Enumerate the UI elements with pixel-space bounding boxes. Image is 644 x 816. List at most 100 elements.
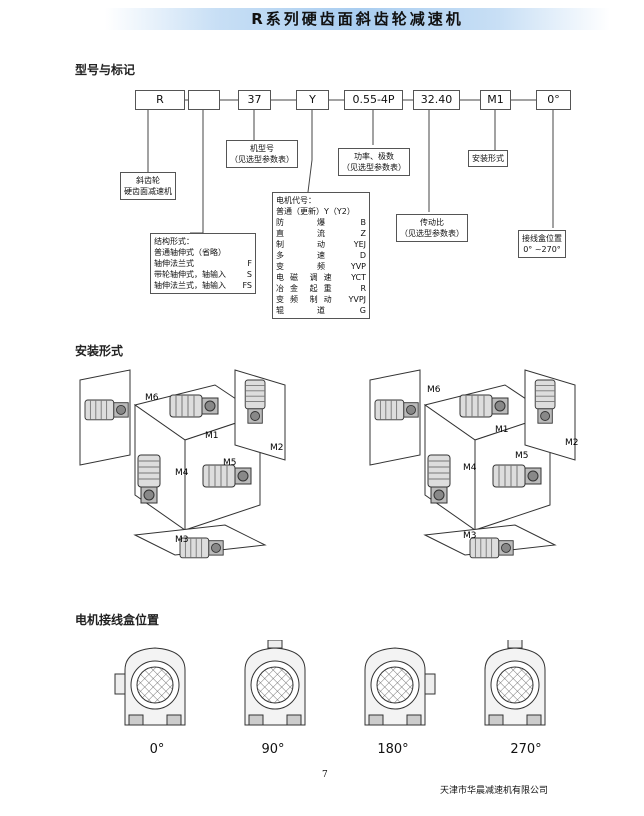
motor-row: 冶金起重 R bbox=[276, 283, 366, 294]
motor-row-a: 制 bbox=[276, 240, 290, 249]
motor-row-b: 制动 bbox=[309, 295, 338, 304]
structure-row: 普通轴伸式（省略） bbox=[154, 247, 252, 258]
motor-row-c: D bbox=[359, 251, 366, 260]
mounting-diagram-left: M6 M1 M2 M4 M5 M3 bbox=[79, 369, 286, 559]
section-model-heading: 型号与标记 bbox=[75, 63, 136, 77]
gear-type-label: 斜齿轮 硬齿面减速机 bbox=[120, 172, 176, 200]
mount-label-m1-r: M1 bbox=[495, 425, 509, 435]
motor-row-b: 起重 bbox=[309, 284, 338, 293]
model-box-structure bbox=[188, 90, 220, 110]
model-box-ratio: 32.40 bbox=[413, 90, 460, 110]
motor-row-b: 流 bbox=[317, 229, 331, 238]
mount-label-m1: M1 bbox=[205, 431, 219, 441]
structure-row: 轴伸法兰式 F bbox=[154, 258, 252, 269]
motor-row-c: R bbox=[360, 284, 366, 293]
mount-label-m6: M6 bbox=[145, 393, 159, 403]
motor-row-b: 调速 bbox=[309, 273, 338, 282]
frame-line1: 机型号 bbox=[250, 144, 274, 153]
structure-row-t: 轴伸法兰式 bbox=[154, 259, 194, 268]
mount-label-m2-r: M2 bbox=[565, 438, 579, 448]
structure-row-t: 普通轴伸式（省略） bbox=[154, 248, 226, 257]
power-line2: （见选型参数表） bbox=[342, 163, 406, 172]
mount-label-m5: M5 bbox=[223, 458, 237, 468]
model-box-motor: Y bbox=[296, 90, 329, 110]
gear-type-line1: 斜齿轮 bbox=[136, 176, 160, 185]
angle-90: 90° bbox=[261, 742, 285, 757]
mount-label-m4-r: M4 bbox=[463, 463, 477, 473]
company-name: 天津市华晨减速机有限公司 bbox=[440, 786, 549, 796]
motor-row-a: 防 bbox=[276, 218, 290, 227]
terminal-pos-label: 接线盒位置 0° ~270° bbox=[518, 230, 566, 258]
ratio-label: 传动比 （见选型参数表） bbox=[396, 214, 468, 242]
motor-row-c: G bbox=[359, 306, 366, 315]
motor-row-b: 道 bbox=[317, 306, 331, 315]
motor-row: 变 频 YVP bbox=[276, 261, 366, 272]
motor-title-line2: 普通（更新）Y（Y2） bbox=[276, 207, 355, 216]
motor-row-c: B bbox=[360, 218, 367, 227]
frame-line2: （见选型参数表） bbox=[230, 155, 294, 164]
ratio-line1: 传动比 bbox=[420, 218, 444, 227]
motor-row-a: 辊 bbox=[276, 306, 290, 315]
motor-row-c: Z bbox=[360, 229, 366, 238]
motor-row: 制 动 YEJ bbox=[276, 239, 366, 250]
mount-label-m4: M4 bbox=[175, 468, 189, 478]
terminal-pos-line2: 0° ~270° bbox=[523, 245, 561, 254]
motor-row-b: 动 bbox=[317, 240, 331, 249]
structure-title: 结构形式： bbox=[154, 237, 194, 246]
motor-row-b: 速 bbox=[317, 251, 331, 260]
motor-row: 电磁调速 YCT bbox=[276, 272, 366, 283]
motor-row: 变频制动 YVPJ bbox=[276, 294, 366, 305]
angle-270: 270° bbox=[510, 742, 542, 757]
mounting-diagram-right: M6 M1 M2 M4 M5 M3 bbox=[369, 369, 579, 559]
motor-row-c: YEJ bbox=[353, 240, 366, 249]
motor-row-a: 变频 bbox=[276, 295, 304, 304]
motor-row-a: 冶金 bbox=[276, 284, 304, 293]
motor-row-c: YCT bbox=[351, 273, 366, 282]
motor-row-a: 直 bbox=[276, 229, 290, 238]
title-banner bbox=[105, 8, 610, 30]
motor-row-c: YVPJ bbox=[348, 295, 366, 304]
structure-row-t: 带轮轴伸式，轴输入 bbox=[154, 270, 226, 279]
frame-label: 机型号 （见选型参数表） bbox=[226, 140, 298, 168]
model-box-power: 0.55-4P bbox=[344, 90, 403, 110]
terminal-pos-line1: 接线盒位置 bbox=[522, 234, 562, 243]
ratio-line2: （见选型参数表） bbox=[400, 229, 464, 238]
model-box-frame: 37 bbox=[238, 90, 271, 110]
power-label: 功率、极数 （见选型参数表） bbox=[338, 148, 410, 176]
structure-row-c: F bbox=[247, 259, 252, 268]
motor-row-a: 多 bbox=[276, 251, 290, 260]
terminal-position-drawings bbox=[114, 640, 546, 726]
motor-row-a: 变 bbox=[276, 262, 290, 271]
angle-0: 0° bbox=[149, 742, 165, 757]
motor-row-b: 频 bbox=[317, 262, 331, 271]
section-terminal-heading: 电机接线盒位置 bbox=[75, 613, 160, 627]
structure-row-c: FS bbox=[242, 281, 252, 290]
page-number: 7 bbox=[322, 770, 328, 780]
model-box-series: R bbox=[135, 90, 185, 110]
structure-row-c: S bbox=[246, 270, 252, 279]
gear-type-line2: 硬齿面减速机 bbox=[124, 187, 172, 196]
mount-form-label: 安装形式 bbox=[468, 150, 508, 167]
motor-row-c: YVP bbox=[350, 262, 366, 271]
motor-row-b: 爆 bbox=[317, 218, 331, 227]
mount-label-m6-r: M6 bbox=[427, 385, 441, 395]
structure-row: 带轮轴伸式，轴输入 S bbox=[154, 269, 252, 280]
mount-label-m3-r: M3 bbox=[463, 531, 477, 541]
motor-title-line1: 电机代号： bbox=[276, 196, 316, 205]
motor-row-a: 电磁 bbox=[276, 273, 304, 282]
mount-label-m3: M3 bbox=[175, 535, 189, 545]
angle-180: 180° bbox=[377, 742, 409, 757]
power-line1: 功率、极数 bbox=[354, 152, 394, 161]
model-box-terminal: 0° bbox=[536, 90, 571, 110]
model-box-mounting: M1 bbox=[480, 90, 511, 110]
section-mounting-heading: 安装形式 bbox=[75, 344, 124, 358]
